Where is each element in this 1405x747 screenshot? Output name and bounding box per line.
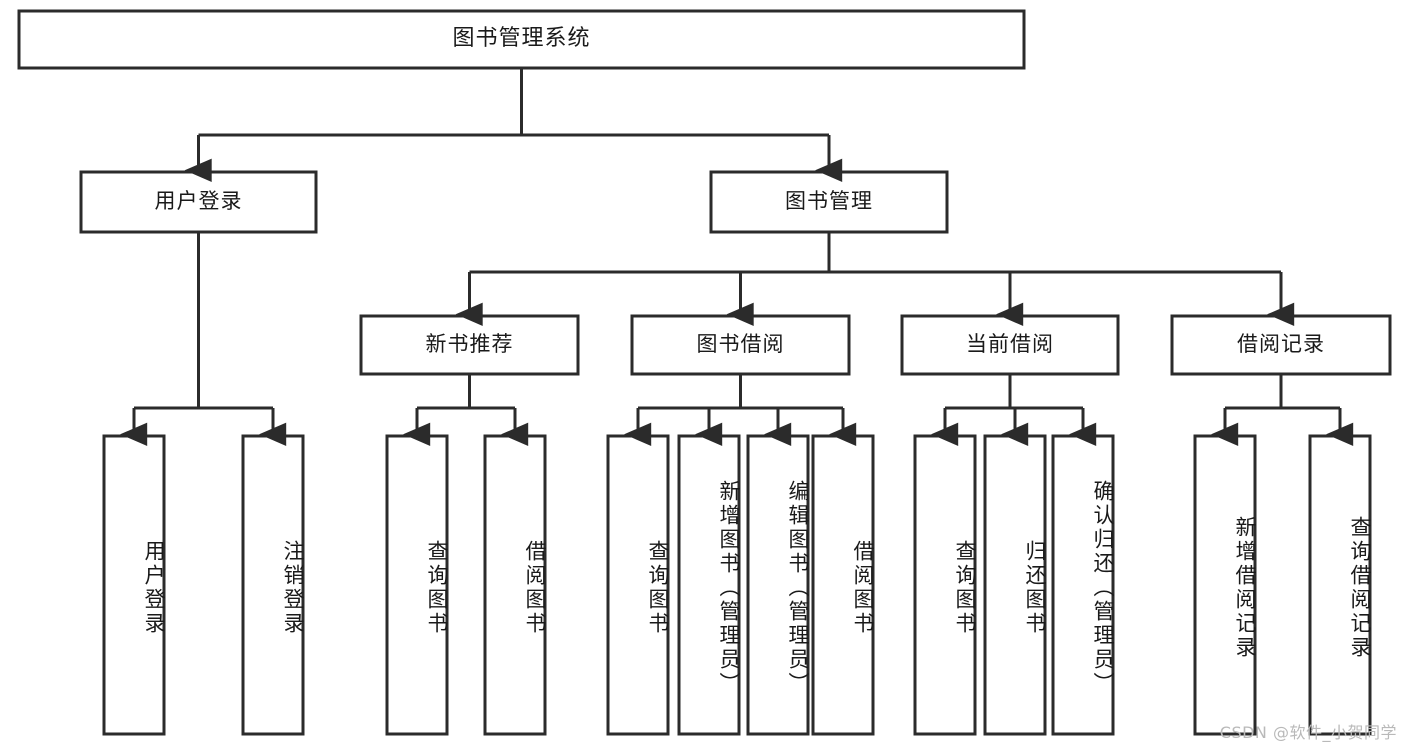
node-box-new-book-rec[interactable] — [359, 314, 580, 376]
connector-edges-layer — [120, 68, 1354, 447]
node-boxes-layer — [17, 9, 1392, 736]
node-box-leaf-cur-query[interactable] — [913, 434, 977, 736]
node-box-current-borrow[interactable] — [900, 314, 1120, 376]
node-box-leaf-cur-return[interactable] — [983, 434, 1047, 736]
node-box-leaf-rec-add[interactable] — [1193, 434, 1257, 736]
node-box-leaf-rec-query[interactable] — [385, 434, 449, 736]
node-box-leaf-user-logout[interactable] — [241, 434, 305, 736]
node-box-book-borrow[interactable] — [630, 314, 851, 376]
node-box-leaf-borrow-query[interactable] — [606, 434, 670, 736]
node-box-leaf-borrow-add[interactable] — [677, 434, 741, 736]
node-box-leaf-rec-search[interactable] — [1308, 434, 1372, 736]
node-box-leaf-user-login[interactable] — [102, 434, 166, 736]
node-box-borrow-record[interactable] — [1170, 314, 1392, 376]
watermark-text: CSDN @软件_小贺同学 — [1219, 723, 1397, 742]
node-box-leaf-borrow-do[interactable] — [811, 434, 875, 736]
node-box-user-login[interactable] — [79, 170, 318, 234]
node-box-leaf-rec-borrow[interactable] — [483, 434, 547, 736]
node-box-leaf-cur-confirm[interactable] — [1051, 434, 1115, 736]
node-box-book-manage[interactable] — [709, 170, 949, 234]
node-box-root[interactable] — [17, 9, 1026, 70]
node-box-leaf-borrow-edit[interactable] — [746, 434, 810, 736]
